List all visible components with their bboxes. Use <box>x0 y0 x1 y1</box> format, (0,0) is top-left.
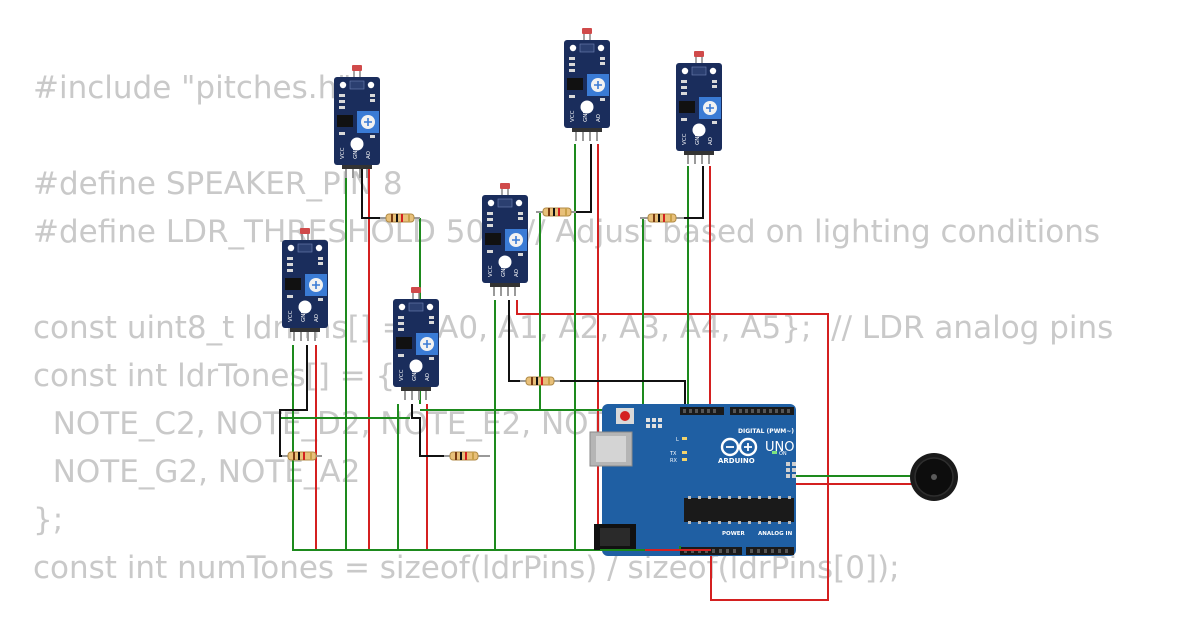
code-line: #define SPEAKER_PIN 8 <box>33 166 403 202</box>
ldr-sensor-module-6 <box>392 286 440 401</box>
code-line: const int numTones = sizeof(ldrPins) / s… <box>33 550 900 586</box>
code-line: NOTE_G2, NOTE_A2 <box>33 454 361 490</box>
power-header-label: POWER <box>722 531 746 537</box>
ldr-sensor-module-4 <box>481 182 529 297</box>
power-led-label: ON <box>779 451 787 457</box>
resistor-3 <box>640 213 684 223</box>
ldr-sensor-module-3 <box>675 50 723 165</box>
piezo-buzzer <box>910 453 958 501</box>
resistor-2 <box>536 207 576 217</box>
resistor-1 <box>380 213 420 223</box>
resistor-4 <box>520 376 560 386</box>
code-line: }; <box>33 502 64 538</box>
digital-header-label: DIGITAL (PWM~) <box>738 428 794 435</box>
arduino-uno-board: DIGITAL (PWM~) UNO ARDUINO L TX RX ON <box>589 404 796 556</box>
ldr-sensor-module-1 <box>333 64 381 179</box>
resistor-5 <box>282 451 322 461</box>
led-tx-label: TX <box>669 451 677 457</box>
wires-over-board <box>600 546 711 551</box>
led-l-label: L <box>676 437 679 443</box>
code-line: const int ldrTones[] = { <box>33 358 396 394</box>
ldr-sensor-module-2 <box>563 27 611 142</box>
arduino-logo <box>720 437 758 457</box>
ldr-sensor-module-5 <box>281 227 329 342</box>
resistor-6 <box>444 451 490 461</box>
code-line: #include "pitches.h" <box>33 70 352 106</box>
led-rx-label: RX <box>670 458 677 464</box>
resistors <box>282 207 684 461</box>
arduino-brand-label: ARDUINO <box>718 457 755 465</box>
wires-green <box>279 144 912 551</box>
analog-header-label: ANALOG IN <box>758 531 793 537</box>
